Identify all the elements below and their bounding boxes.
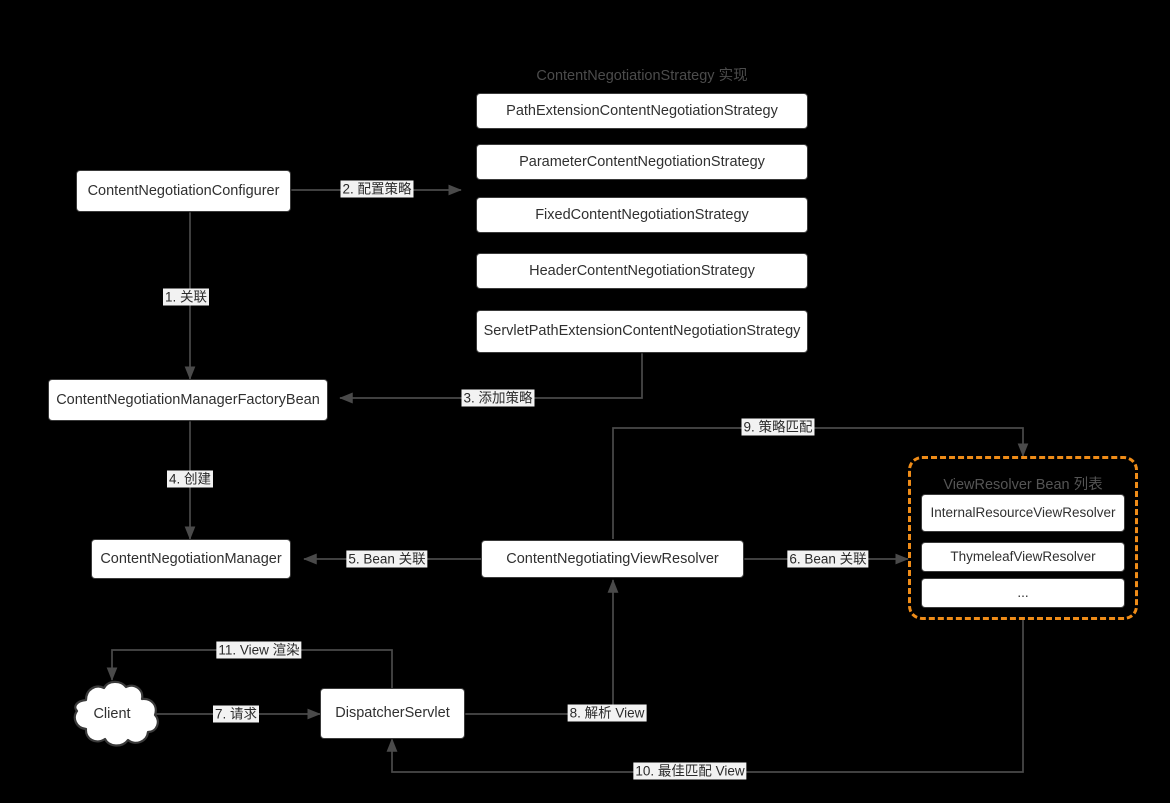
- node-content-negotiating-view-resolver[interactable]: ContentNegotiatingViewResolver: [481, 540, 744, 578]
- node-more-view-resolvers[interactable]: ...: [921, 578, 1125, 608]
- node-dispatcher-servlet[interactable]: DispatcherServlet: [320, 688, 465, 739]
- cloud-icon: [73, 680, 159, 747]
- edge-label-9: 9. 策略匹配: [741, 418, 815, 436]
- node-fixed-strategy[interactable]: FixedContentNegotiationStrategy: [476, 197, 808, 233]
- edge-label-10: 10. 最佳匹配 View: [633, 762, 747, 780]
- edge-label-7: 7. 请求: [212, 705, 260, 723]
- node-header-strategy[interactable]: HeaderContentNegotiationStrategy: [476, 253, 808, 289]
- viewresolver-group-title: ViewResolver Bean 列表: [943, 477, 1103, 493]
- edge-label-1: 1. 关联: [162, 288, 210, 306]
- node-parameter-strategy[interactable]: ParameterContentNegotiationStrategy: [476, 144, 808, 180]
- strategy-group-title: ContentNegotiationStrategy 实现: [536, 68, 748, 84]
- node-servlet-path-extension-strategy[interactable]: ServletPathExtensionContentNegotiationSt…: [476, 310, 808, 353]
- edge-label-5: 5. Bean 关联: [346, 550, 428, 568]
- edge-label-4: 4. 创建: [166, 470, 214, 488]
- edge-8-path: [465, 579, 619, 715]
- node-thymeleaf-view-resolver[interactable]: ThymeleafViewResolver: [921, 542, 1125, 572]
- viewresolver-group-container: [908, 456, 1138, 620]
- edge-label-6: 6. Bean 关联: [787, 550, 869, 568]
- node-content-negotiation-manager-factory-bean[interactable]: ContentNegotiationManagerFactoryBean: [48, 379, 328, 421]
- node-path-extension-strategy[interactable]: PathExtensionContentNegotiationStrategy: [476, 93, 808, 129]
- edge-label-8: 8. 解析 View: [567, 704, 647, 722]
- node-client-label: Client: [93, 706, 131, 722]
- node-content-negotiation-configurer[interactable]: ContentNegotiationConfigurer: [76, 170, 291, 212]
- edge-10-path: [386, 620, 1024, 773]
- edge-label-11: 11. View 渲染: [216, 641, 302, 659]
- edge-label-3: 3. 添加策略: [461, 389, 535, 407]
- node-client-cloud[interactable]: Client: [63, 676, 163, 752]
- node-content-negotiation-manager[interactable]: ContentNegotiationManager: [91, 539, 291, 579]
- node-internal-resource-view-resolver[interactable]: InternalResourceViewResolver: [921, 494, 1125, 532]
- edge-label-2: 2. 配置策略: [340, 180, 414, 198]
